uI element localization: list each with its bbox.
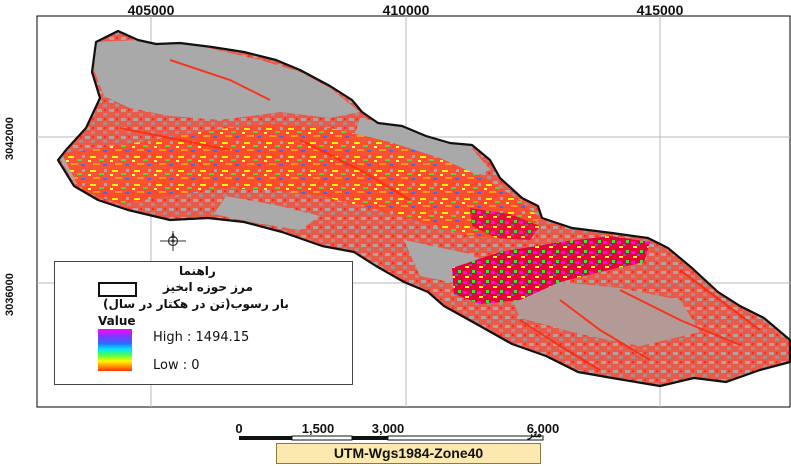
scale-label-6000: 6,000 xyxy=(526,421,560,436)
legend-low-label: Low : 0 xyxy=(153,358,200,373)
tick-label-left-1: 3042000 xyxy=(4,117,16,160)
tick-label-top-2: 410000 xyxy=(382,2,430,18)
tick-label-top-3: 415000 xyxy=(636,2,684,18)
legend: راهنما مرز حوزه ابخیز بار رسوب(تن در هکت… xyxy=(54,261,353,385)
compass-rose-icon xyxy=(160,231,186,251)
scale-label-0: 0 xyxy=(235,421,243,436)
legend-color-ramp xyxy=(98,329,132,371)
legend-value-label: Value xyxy=(98,314,136,328)
legend-boundary-swatch xyxy=(98,282,137,297)
legend-high-label: High : 1494.15 xyxy=(153,330,250,345)
legend-title: راهنما xyxy=(179,264,216,278)
legend-sediment-label: بار رسوب(تن در هکتار در سال) xyxy=(103,297,289,311)
projection-label: UTM-Wgs1984-Zone40 xyxy=(276,443,541,464)
scale-bar xyxy=(239,435,544,441)
scale-label-3000: 3,000 xyxy=(371,421,405,436)
basin-boundary xyxy=(56,29,791,388)
scale-unit: متر xyxy=(528,429,542,440)
legend-boundary-label: مرز حوزه ابخیز xyxy=(163,280,253,294)
tick-label-top-1: 405000 xyxy=(127,2,175,18)
tick-label-left-2: 3036000 xyxy=(4,273,16,316)
scale-label-1500: 1,500 xyxy=(301,421,335,436)
